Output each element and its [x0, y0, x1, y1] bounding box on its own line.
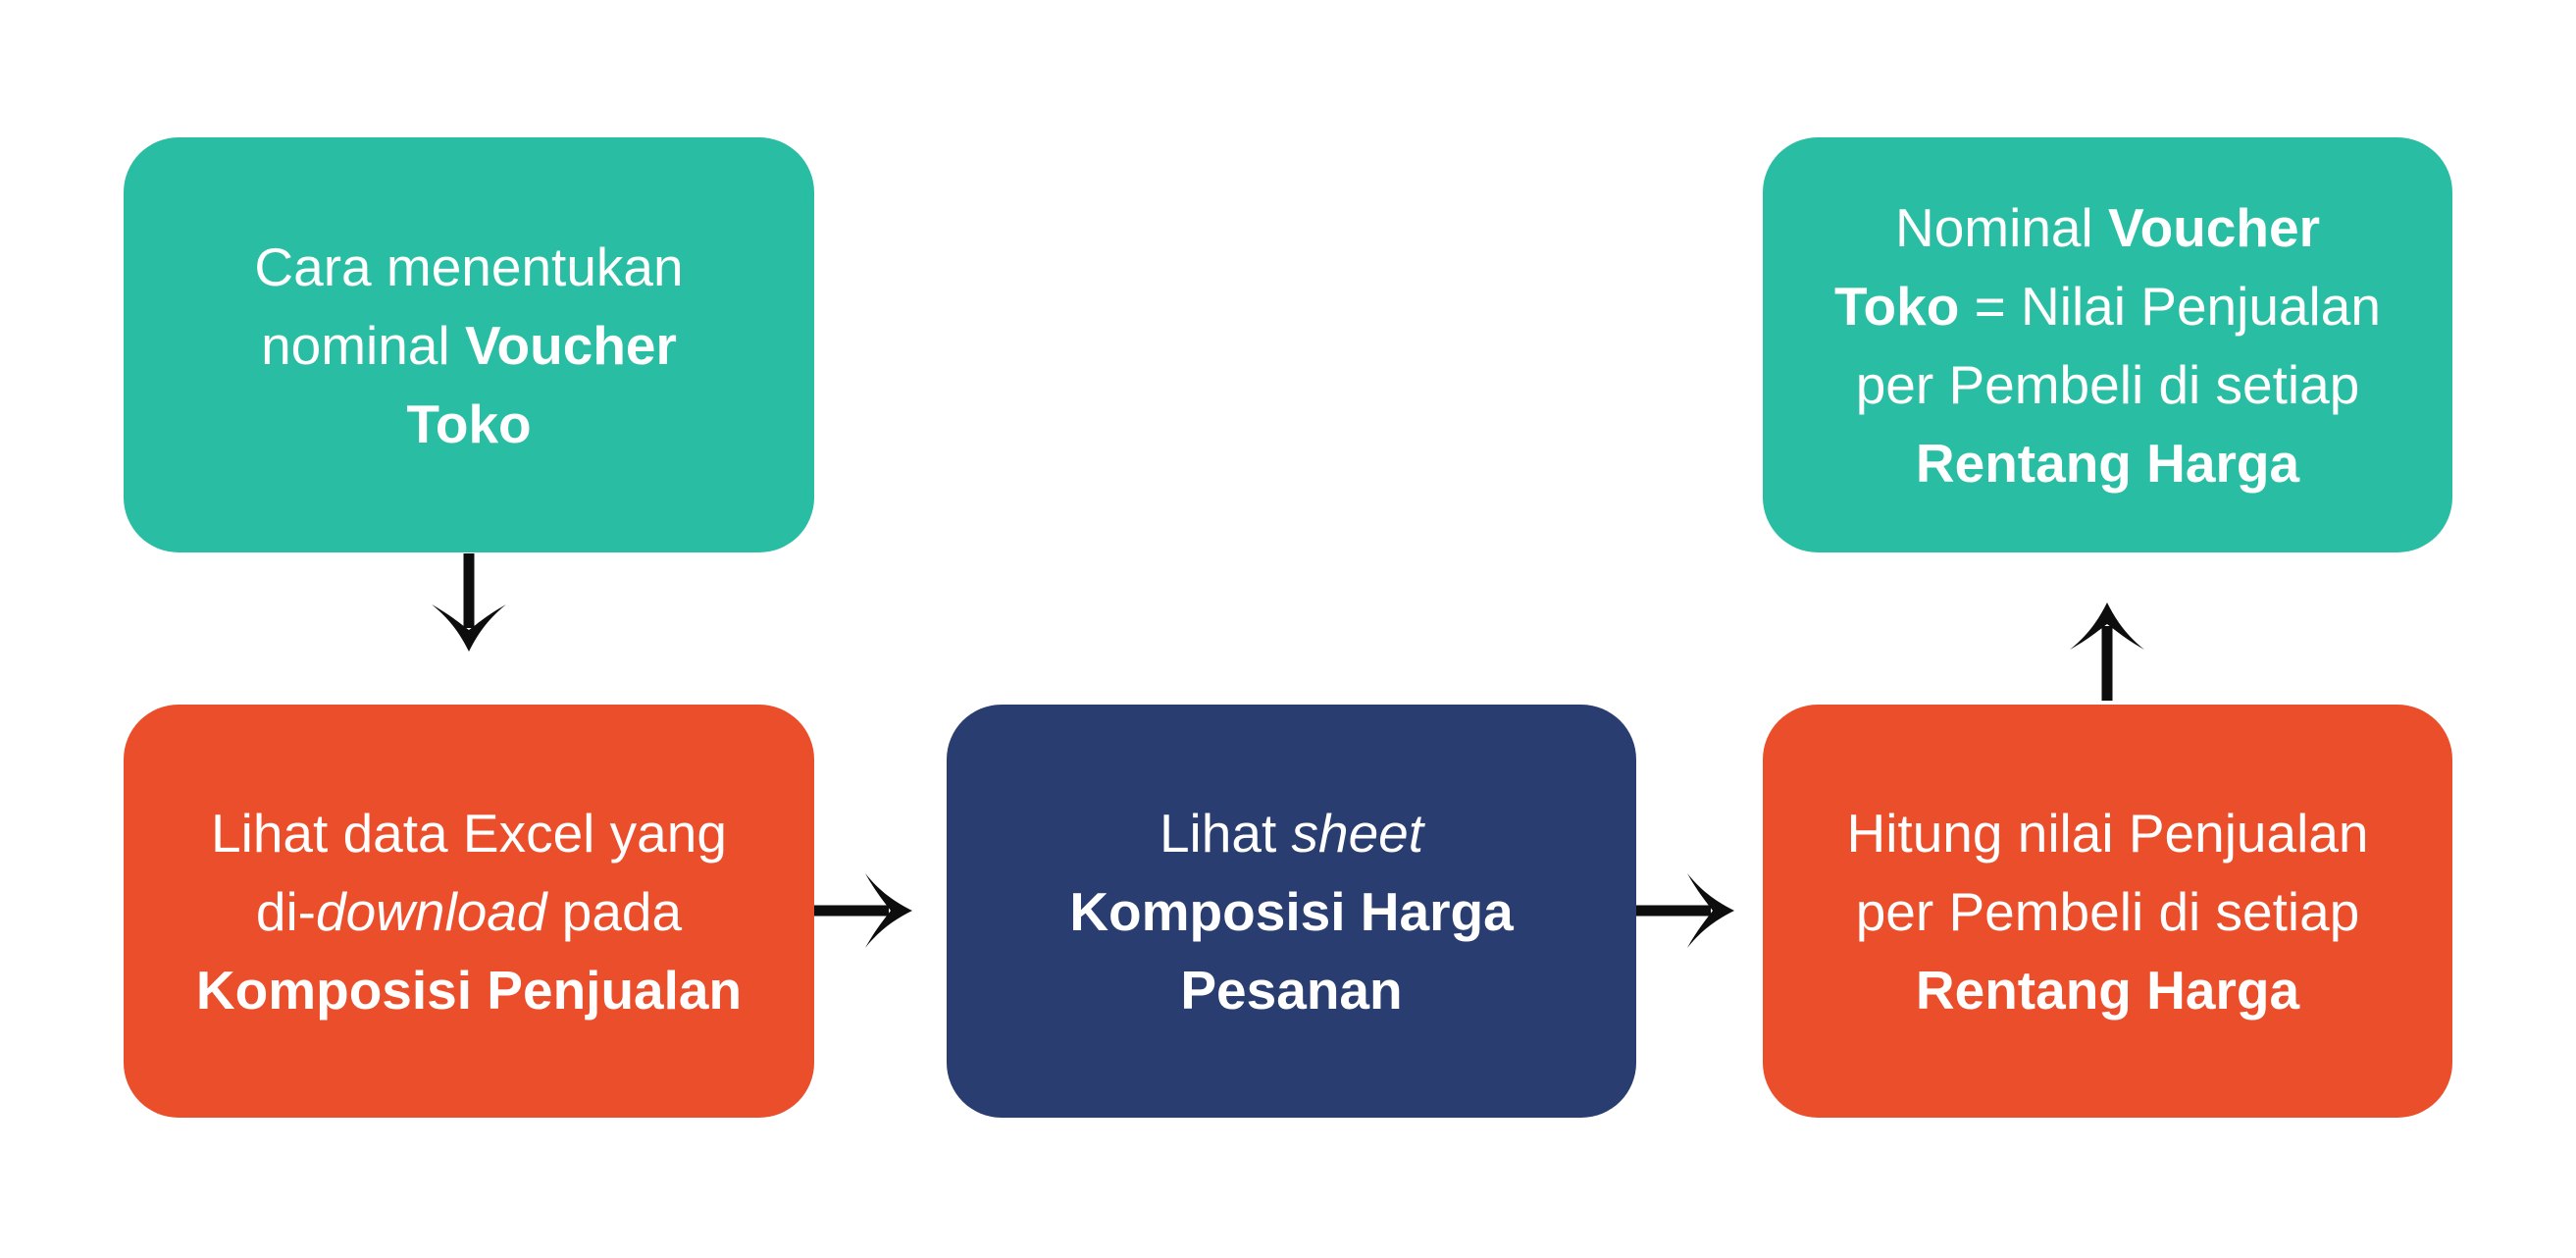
- text-line: Toko = Nilai Penjualan: [1834, 275, 2381, 337]
- text-line: Komposisi Harga: [1069, 880, 1514, 942]
- arrow-up-icon: [2070, 603, 2144, 701]
- flow-box-step-4-text: Hitung nilai Penjualan per Pembeli di set…: [1763, 794, 2452, 1029]
- flow-box-step-4: Hitung nilai Penjualan per Pembeli di set…: [1763, 705, 2452, 1118]
- text-line: Lihat data Excel yang: [211, 802, 727, 864]
- text-line: Rentang Harga: [1915, 432, 2300, 494]
- arrow-right-icon: [814, 873, 912, 948]
- text-line: nominal Voucher: [261, 314, 677, 376]
- text-line: Cara menentukan: [254, 236, 684, 297]
- arrow-down-icon: [432, 553, 506, 652]
- text-line: di-download pada: [255, 880, 683, 942]
- text-line: Rentang Harga: [1915, 959, 2300, 1021]
- text-line: Toko: [406, 393, 532, 454]
- text-line: Nominal Voucher: [1894, 196, 2320, 258]
- arrow-right-icon: [1636, 873, 1734, 948]
- text-line: Hitung nilai Penjualan: [1846, 802, 2369, 864]
- text-line: Komposisi Penjualan: [195, 959, 743, 1021]
- text-line: Pesanan: [1180, 959, 1403, 1021]
- text-line: per Pembeli di setiap: [1855, 353, 2360, 415]
- text-line: per Pembeli di setiap: [1855, 880, 2360, 942]
- text-line: Lihat sheet: [1159, 802, 1424, 864]
